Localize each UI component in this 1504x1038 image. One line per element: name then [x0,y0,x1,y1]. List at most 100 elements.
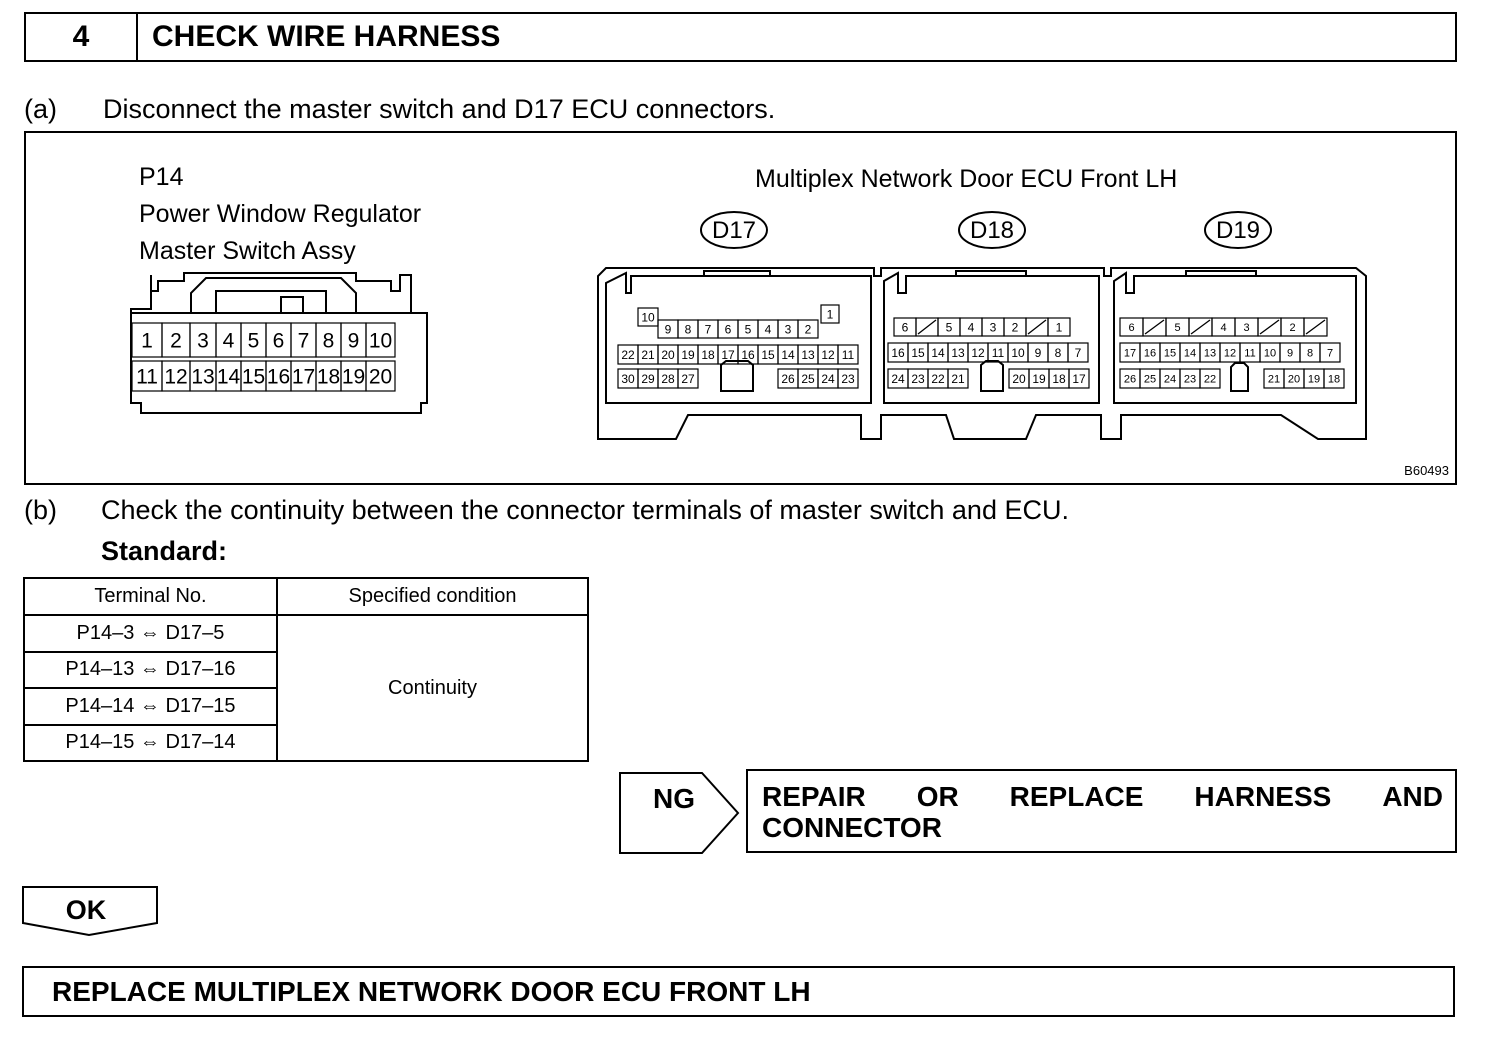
d17-pin-9: 9 [665,322,672,336]
switch-pin-1: 1 [141,330,153,353]
d17-pin-28: 28 [661,372,675,386]
d18-pin-7-cell [1067,342,1089,363]
figure-id: B60493 [1404,463,1449,478]
d17-pin-27: 27 [681,372,695,386]
d17-pin-24: 24 [821,372,835,386]
ng-word: HARNESS [1194,781,1332,812]
d18-pin-22: 22 [931,372,945,386]
d18-label: D18 [970,217,1014,244]
step-a-letter: (a) [24,94,57,124]
table-row: P14–14 ⇔ D17–15 [23,687,588,726]
d17-pin-17: 17 [721,348,735,362]
d18-pin-16: 16 [891,346,905,360]
switch-pin-6: 6 [273,330,285,353]
ecu-title: Multiplex Network Door ECU Front LH [755,165,1177,193]
d19-pin-18-cell [1323,368,1345,389]
connector-diagram: P14 Power Window Regulator Master Switch… [130,163,1449,478]
switch-pin-16: 16 [267,366,290,389]
d18-pin-10: 10 [1011,346,1025,360]
d18-pin-2: 2 [1012,320,1019,334]
d19-pin-25: 25 [1144,373,1156,385]
d18-pin-row1-1-blank-mark [917,319,937,335]
switch-pin-9: 9 [348,330,360,353]
switch-pin-4: 4 [223,330,235,353]
spec-table: Terminal No. Specified condition P14–3 ⇔… [23,577,589,762]
header-terminal: Terminal No. [23,577,278,616]
d18-pin-7: 7 [1075,346,1082,360]
d18-pin-13: 13 [951,346,965,360]
header-condition: Specified condition [276,577,589,616]
table-row: P14–15 ⇔ D17–14 [23,723,588,762]
d19-pin-row1-6-blank-mark [1259,319,1280,335]
step-b-letter: (b) [24,495,57,525]
d19-pin-8: 8 [1307,347,1313,359]
d18-pin-24: 24 [891,372,905,386]
d19-pin-17: 17 [1124,347,1136,359]
d19-label-oval [1204,211,1272,249]
d18-pin-18: 18 [1052,372,1066,386]
d19-pin-19: 19 [1308,373,1320,385]
d17-pin-29: 29 [641,372,655,386]
d17-pin-1: 1 [827,307,834,321]
final-action-text: REPLACE MULTIPLEX NETWORK DOOR ECU FRONT… [52,975,811,1007]
d17-pin-23-cell [837,368,859,389]
d18-pin-row1-6-blank-mark [1027,319,1047,335]
ng-result-box: REPAIR OR REPLACE HARNESS AND CONNECTOR [746,769,1457,853]
standard-label: Standard: [101,536,228,566]
switch-pin-10-cell [365,322,396,358]
d19-pin-5: 5 [1174,322,1180,334]
switch-pin-5: 5 [248,330,260,353]
d17-label: D17 [712,217,756,244]
ng-line2: CONNECTOR [762,812,942,843]
step-header: 4 CHECK WIRE HARNESS [24,12,1457,62]
ng-word: REPLACE [1009,781,1144,812]
d18-pin-5: 5 [946,320,953,334]
switch-pin-3: 3 [197,330,209,353]
ok-arrow: OK [22,886,158,937]
table-row: P14–3 ⇔ D17–5 Continuity [23,614,589,762]
d18-label-oval [958,211,1026,249]
d18-pin-6: 6 [902,320,909,334]
ng-arrow: NG [619,772,740,854]
d17-pin-15: 15 [761,348,775,362]
d19-pin-row1-3-blank-mark [1190,319,1211,335]
d19-pin-20: 20 [1288,373,1300,385]
ng-word: OR [916,781,959,812]
d19-pin-row1-1-blank-mark [1144,319,1165,335]
d17-pin-26: 26 [781,372,795,386]
d19-pin-14: 14 [1184,347,1196,359]
d19-pin-22-cell [1199,368,1221,389]
d19-pin-13: 13 [1204,347,1216,359]
ok-label: OK [66,895,107,925]
switch-pin-13: 13 [191,366,214,389]
d19-pin-24: 24 [1164,373,1176,385]
d17-pin-10-cell [637,307,659,327]
d19-pin-18: 18 [1328,373,1340,385]
ng-word: AND [1382,781,1443,812]
condition-cell: Continuity [276,614,589,762]
d19-pin-4: 4 [1220,322,1226,334]
ecu-connector-body [597,267,1367,440]
d17-pin-13: 13 [801,348,815,362]
d17-pin-12: 12 [821,348,835,362]
d18-pin-21-cell [947,368,969,389]
d18-pin-20: 20 [1012,372,1026,386]
d19-pin-6: 6 [1128,322,1134,334]
master-switch-connector [130,272,428,414]
d17-pin-27-cell [677,368,699,389]
d17-pin-3: 3 [785,322,792,336]
d18-pin-14: 14 [931,346,945,360]
switch-pin-7: 7 [298,330,310,353]
d18-pin-4: 4 [968,320,975,334]
d19-pin-15: 15 [1164,347,1176,359]
step-title: CHECK WIRE HARNESS [152,20,501,53]
d18-pin-21: 21 [951,372,965,386]
d17-pin-2: 2 [805,322,812,336]
step-a-text: Disconnect the master switch and D17 ECU… [103,94,776,124]
d18-pin-3: 3 [990,320,997,334]
d19-pin-12: 12 [1224,347,1236,359]
d19-pin-10: 10 [1264,347,1276,359]
switch-pin-18: 18 [317,366,340,389]
d19-pin-26: 26 [1124,373,1136,385]
